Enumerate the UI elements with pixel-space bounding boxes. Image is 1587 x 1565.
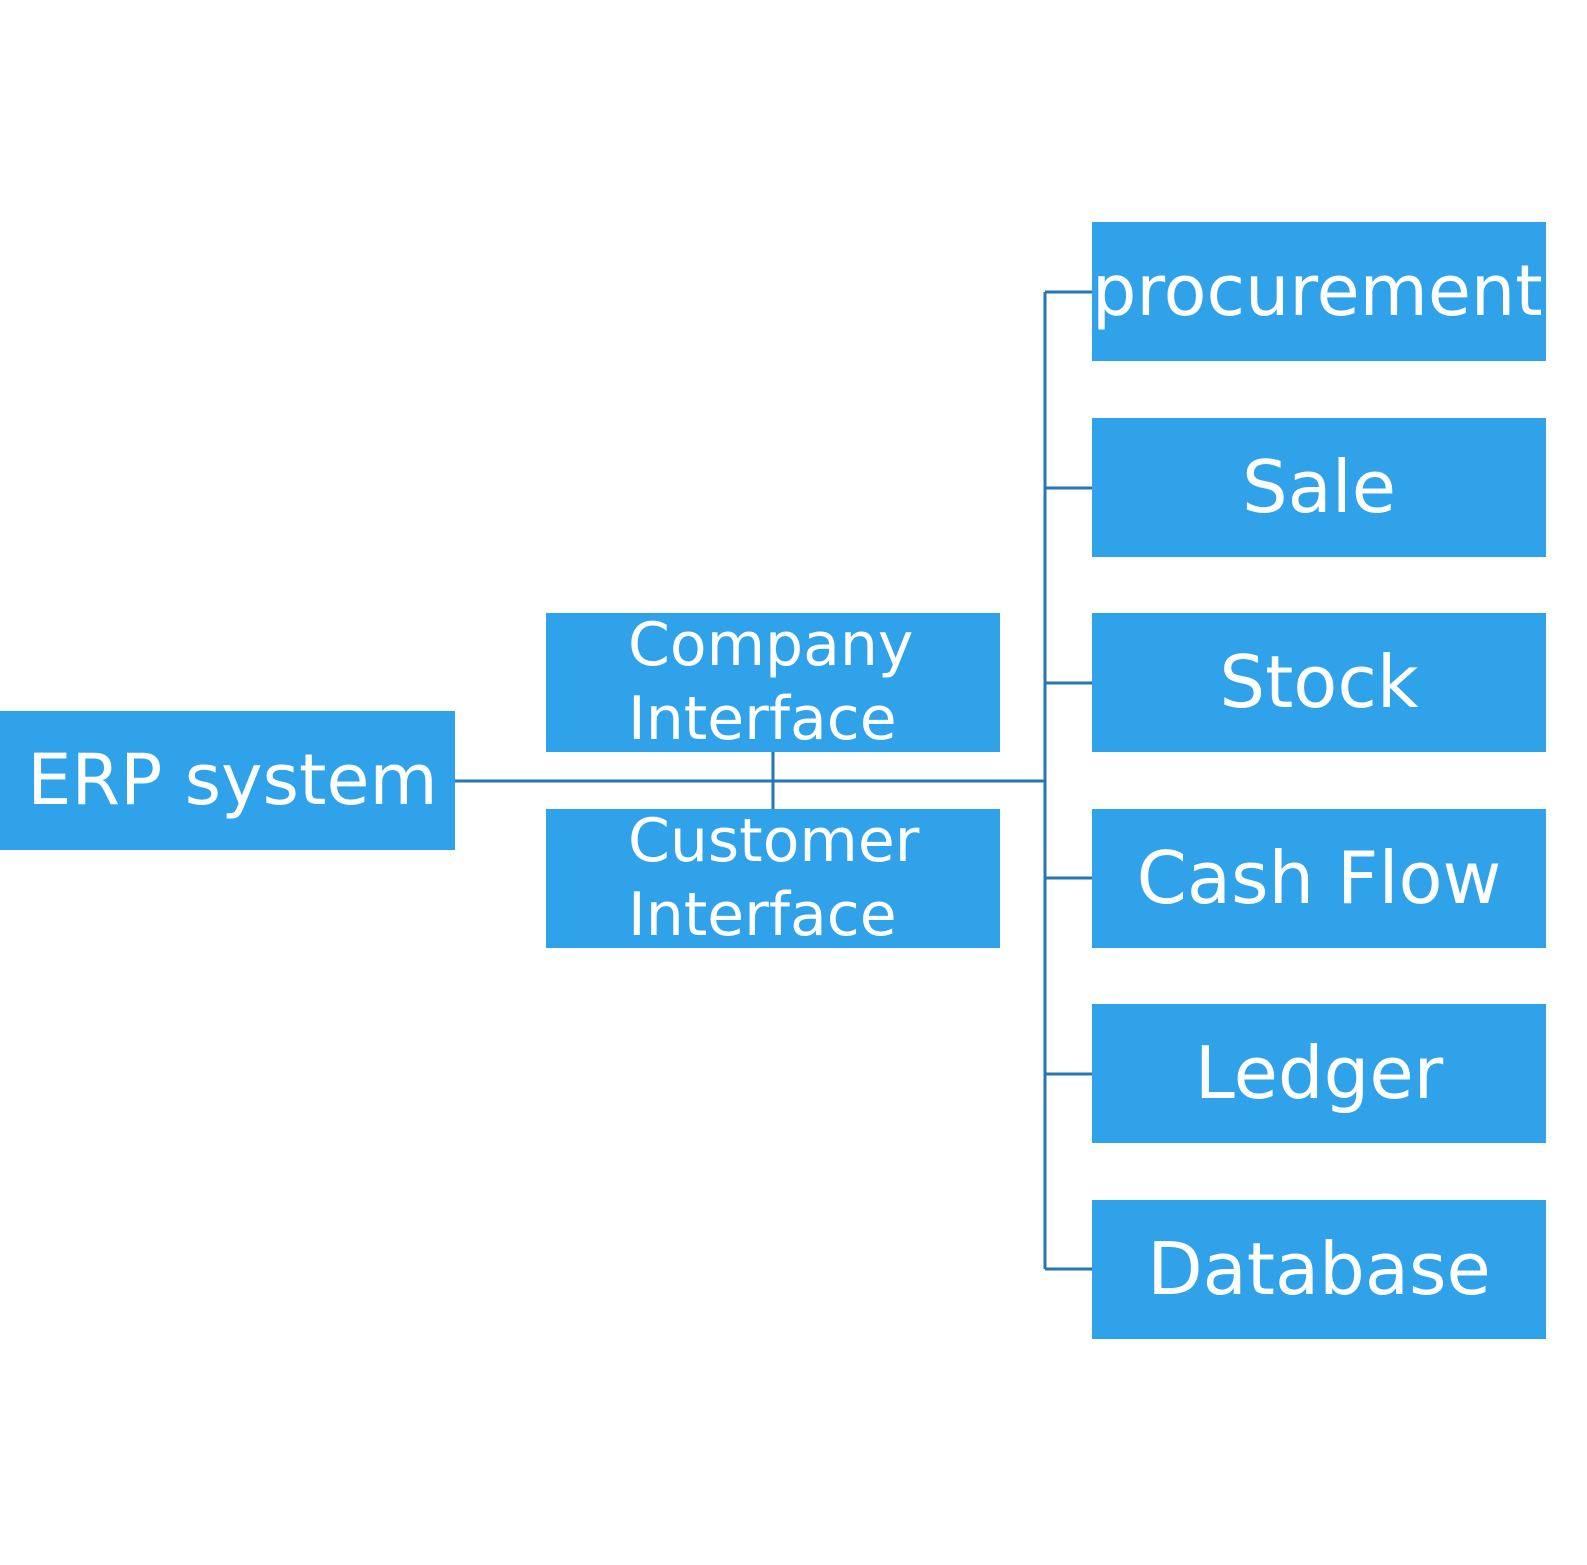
customer-interface-label: Customer Interface <box>628 809 920 948</box>
sale-node: Sale <box>1092 418 1546 557</box>
customer-interface-node: Customer Interface <box>546 809 1000 948</box>
database-node: Database <box>1092 1200 1546 1339</box>
erp-system-node: ERP system <box>0 711 455 850</box>
sale-label: Sale <box>1241 444 1397 529</box>
stock-node: Stock <box>1092 613 1546 752</box>
stock-label: Stock <box>1219 639 1419 724</box>
ledger-node: Ledger <box>1092 1004 1546 1143</box>
procurement-label: procurement <box>1092 250 1543 332</box>
database-label: Database <box>1147 1226 1491 1311</box>
ledger-label: Ledger <box>1194 1030 1444 1115</box>
cash-flow-node: Cash Flow <box>1092 809 1546 948</box>
procurement-node: procurement <box>1092 222 1546 361</box>
cash-flow-label: Cash Flow <box>1136 835 1502 920</box>
company-interface-node: Company Interface <box>546 613 1000 752</box>
erp-system-label: ERP system <box>27 739 438 821</box>
company-interface-label: Company Interface <box>628 613 914 752</box>
